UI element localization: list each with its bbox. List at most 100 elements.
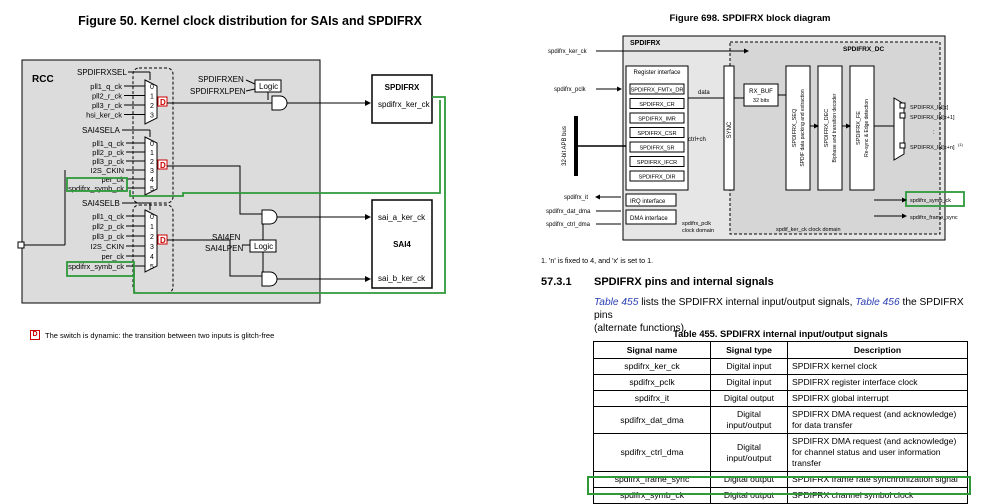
rxbuf-size: 32 bits	[753, 98, 769, 104]
sel2-label: SAI4SELA	[82, 126, 120, 135]
logic-1: Logic	[259, 82, 278, 91]
sig-ctrl-dma: spdifrx_ctrl_dma	[546, 222, 591, 228]
left-figure-title: Figure 50. Kernel clock distribution for…	[78, 14, 422, 28]
header-description: Description	[787, 341, 968, 359]
sel3-label: SAI4SELB	[82, 199, 120, 208]
register-box	[629, 127, 685, 138]
en2-label-b: SAI4LPEN	[205, 244, 243, 253]
cell-description: SPDIFRX DMA request (and acknowledge) fo…	[787, 433, 968, 472]
sig-it: spdifrx_it	[564, 195, 588, 201]
d-symbol-1: D	[160, 98, 166, 107]
in-sup: (1)	[958, 142, 964, 147]
spdifrx-title: SPDIFRX	[630, 40, 661, 47]
register-label: SPDIFRX_IMR	[638, 117, 676, 123]
mux-input-label: I2S_CKIN	[91, 242, 124, 251]
register-list: SPDIFRX_FMTx_DRSPDIFRX_CRSPDIFRX_IMRSPDI…	[629, 83, 685, 182]
sai-a-label: sai_a_ker_ck	[378, 213, 426, 222]
sai4-block-title: SAI4	[393, 240, 411, 249]
spdifrx-block-diagram: SPDIFRX SPDIFRX_DC spdifrx_ker_ck spdifr…	[546, 35, 965, 241]
rcc-label: RCC	[32, 74, 54, 85]
apb-bus-label: 32-bit APB bus	[562, 126, 568, 166]
mux-input-label: per_ck	[101, 175, 124, 184]
mux-input-number: 3	[150, 168, 154, 175]
mux-input-label: spdifrx_symb_ck	[68, 184, 124, 193]
data-label: data	[698, 90, 710, 96]
en1-label-b: SPDIFRXLPEN	[190, 87, 246, 96]
register-label: SPDIFRX_DIR	[639, 175, 676, 181]
register-box	[629, 98, 685, 109]
signals-table-wrap: Signal name Signal type Description spdi…	[593, 341, 968, 504]
mux-input-number: 3	[150, 244, 154, 251]
mux-input-number: 2	[150, 234, 154, 241]
d-symbol-2: D	[160, 161, 166, 170]
cell-description: SPDIFRX kernel clock	[787, 358, 968, 375]
mux-input-number: 5	[150, 264, 154, 271]
mux-input-label: pll1_q_ck	[92, 212, 124, 221]
fe-desc: Re-sync & Edge detection	[864, 99, 870, 157]
dec-desc: Biphase and transition decoder	[832, 93, 838, 162]
mux-input-number: 0	[150, 214, 154, 221]
en2-label-a: SAI4EN	[212, 233, 241, 242]
table-455-link[interactable]: Table 455	[594, 297, 639, 308]
legend: D The switch is dynamic: the transition …	[30, 330, 274, 340]
register-box	[629, 170, 685, 182]
header-signal-name: Signal name	[593, 341, 711, 359]
sync-label: SYNC	[727, 121, 733, 138]
mux-input-number: 4	[150, 177, 154, 184]
mux-input-label: pll2_p_ck	[92, 222, 124, 231]
irq-label: IRQ interface	[630, 199, 666, 205]
legend-text: The switch is dynamic: the transition be…	[45, 330, 275, 340]
dec-label: SPDIFRX_DEC	[824, 109, 830, 148]
mux-input-label: pll2_p_ck	[92, 148, 124, 157]
mux-input-number: 1	[150, 94, 154, 101]
mux-input-number: 3	[150, 113, 154, 120]
mux-input-label: pll3_p_ck	[92, 157, 124, 166]
sel1-label: SPDIFRXSEL	[77, 68, 127, 77]
mux-input-number: 2	[150, 159, 154, 166]
register-box	[629, 112, 685, 124]
reg-if-label: Register interface	[633, 70, 681, 76]
mux-input-number: 0	[150, 141, 154, 148]
ctrl-label: ctrl+ch	[688, 137, 706, 143]
out-symb-ck: spdifrx_symb_ck	[910, 198, 951, 204]
cell-description: SPDIFRX register interface clock	[787, 374, 968, 391]
mux-input-label: pll3_p_ck	[92, 232, 124, 241]
cell-description: SPDIFRX global interrupt	[787, 390, 968, 407]
out-frame-sync: spdifrx_frame_sync	[910, 215, 958, 221]
register-label: SPDIFRX_IFCR	[637, 160, 677, 166]
legend-d-icon: D	[30, 330, 40, 340]
table-caption: Table 455. SPDIFRX internal input/output…	[673, 329, 888, 339]
section-number: 57.3.1	[541, 276, 572, 288]
seq-label: SPDIFRX_SEQ	[792, 108, 798, 147]
cell-signal-name: spdifrx_ctrl_dma	[593, 433, 711, 472]
sig-dat-dma: spdifrx_dat_dma	[546, 209, 591, 215]
header-signal-type: Signal type	[710, 341, 788, 359]
register-box	[629, 156, 685, 167]
logic-2: Logic	[254, 242, 273, 251]
mux-input-number: 5	[150, 186, 154, 193]
section-title: SPDIFRX pins and internal signals	[594, 276, 774, 288]
mux-input-label: hsi_ker_ck	[86, 111, 122, 120]
register-label: SPDIFRX_FMTx_DR	[631, 88, 684, 94]
spdifrx-dc-title: SPDIFRX_DC	[843, 46, 884, 53]
cell-signal-name: spdifrx_it	[593, 390, 711, 407]
cell-signal-type: Digital input	[710, 374, 788, 391]
section-paragraph: Table 455 lists the SPDIFRX internal inp…	[594, 296, 974, 335]
table-header-row: Signal name Signal type Description	[593, 341, 968, 359]
en1-label-a: SPDIFRXEN	[198, 75, 244, 84]
table-456-link[interactable]: Table 456	[855, 297, 900, 308]
in-1: SPDIFRX_IN[x+1]	[910, 115, 955, 121]
cell-signal-name: spdifrx_pclk	[593, 374, 711, 391]
mux-input-label: per_ck	[101, 252, 124, 261]
sig-ker-ck: spdifrx_ker_ck	[548, 49, 588, 55]
pclk-domain-a: spdifrx_pclk	[682, 221, 711, 227]
para-end-2: (alternate functions).	[594, 323, 687, 334]
cell-signal-name: spdifrx_ker_ck	[593, 358, 711, 375]
figure-note: 1. 'n' is fixed to 4, and 'x' is set to …	[541, 256, 654, 265]
